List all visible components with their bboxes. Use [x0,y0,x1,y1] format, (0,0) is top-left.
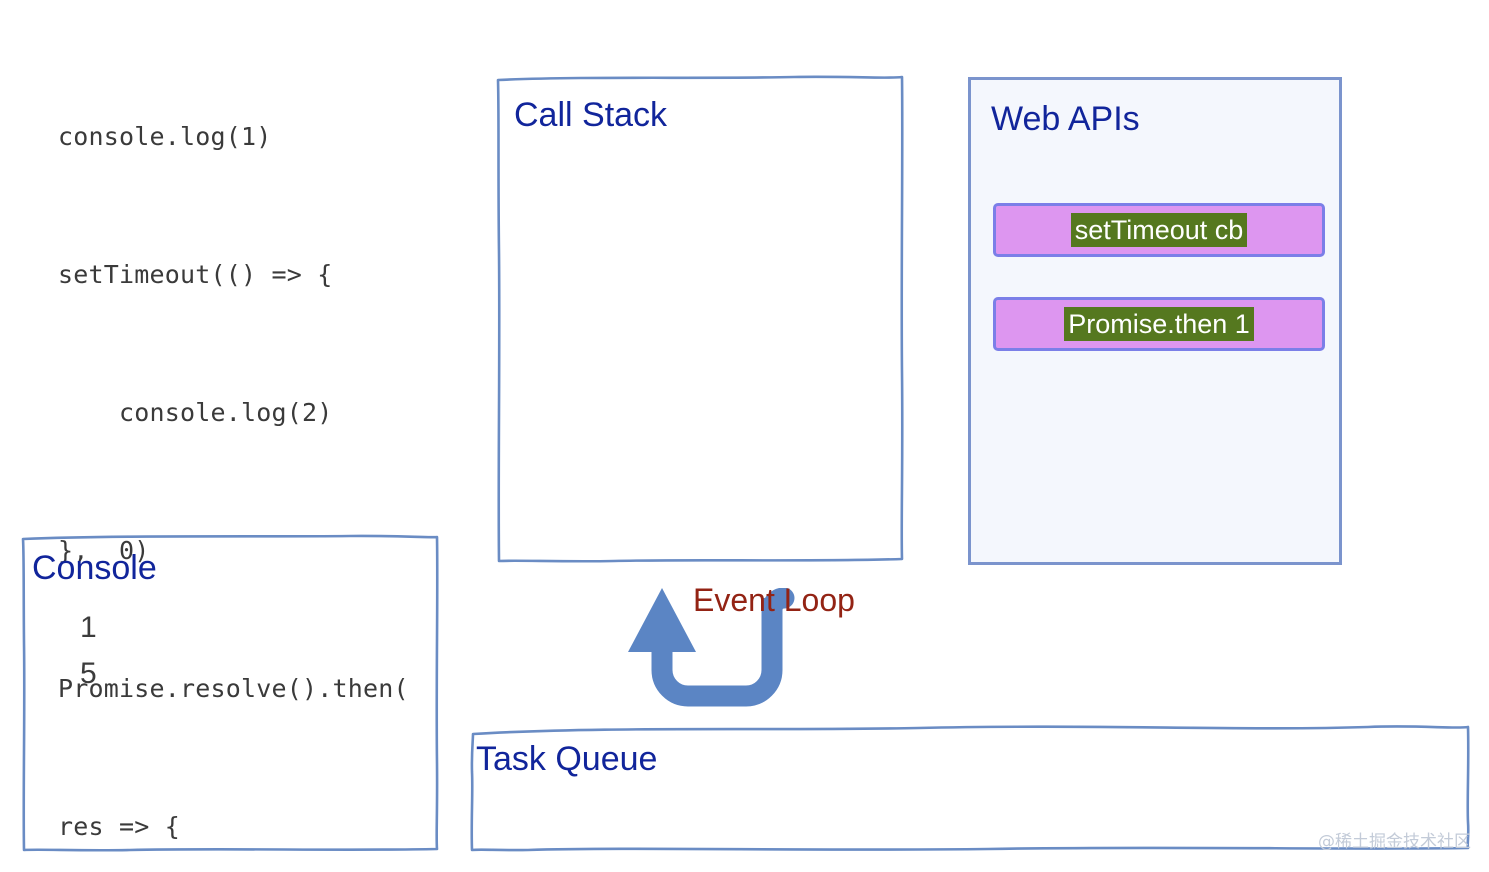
web-apis-panel: Web APIs setTimeout cb Promise.then 1 [968,77,1342,565]
code-line: setTimeout(() => { [58,260,333,289]
code-line: Promise.resolve().then( [58,674,409,703]
task-queue-title: Task Queue [476,740,658,778]
call-stack-panel-border [496,75,904,563]
code-line: console.log(1) [58,122,272,151]
task-queue-panel-border [470,725,1470,852]
loop-arrow-up-icon [628,588,795,707]
console-panel-border [21,534,439,852]
code-listing: console.log(1) setTimeout(() => { consol… [58,22,458,872]
task-queue-panel: Task Queue [468,722,1472,852]
web-api-task[interactable]: Promise.then 1 [993,297,1325,351]
call-stack-title: Call Stack [514,96,668,134]
console-output-list: 1 5 [80,605,97,697]
event-loop-label: Event Loop [693,582,855,618]
code-line: res => { [58,812,181,841]
console-output-line: 5 [80,657,97,690]
console-title: Console [32,549,157,587]
code-line: }, 0) [58,536,150,565]
code-line: console.log(2) [58,398,333,427]
console-panel: Console 1 5 [20,533,440,853]
web-api-task-label: Promise.then 1 [1064,307,1254,341]
call-stack-panel: Call Stack [494,73,906,564]
watermark: @稀土掘金技术社区 [1318,832,1471,852]
web-api-task[interactable]: setTimeout cb [993,203,1325,257]
web-api-task-label: setTimeout cb [1070,213,1248,247]
web-apis-title: Web APIs [991,100,1140,138]
console-output-line: 1 [80,611,97,644]
